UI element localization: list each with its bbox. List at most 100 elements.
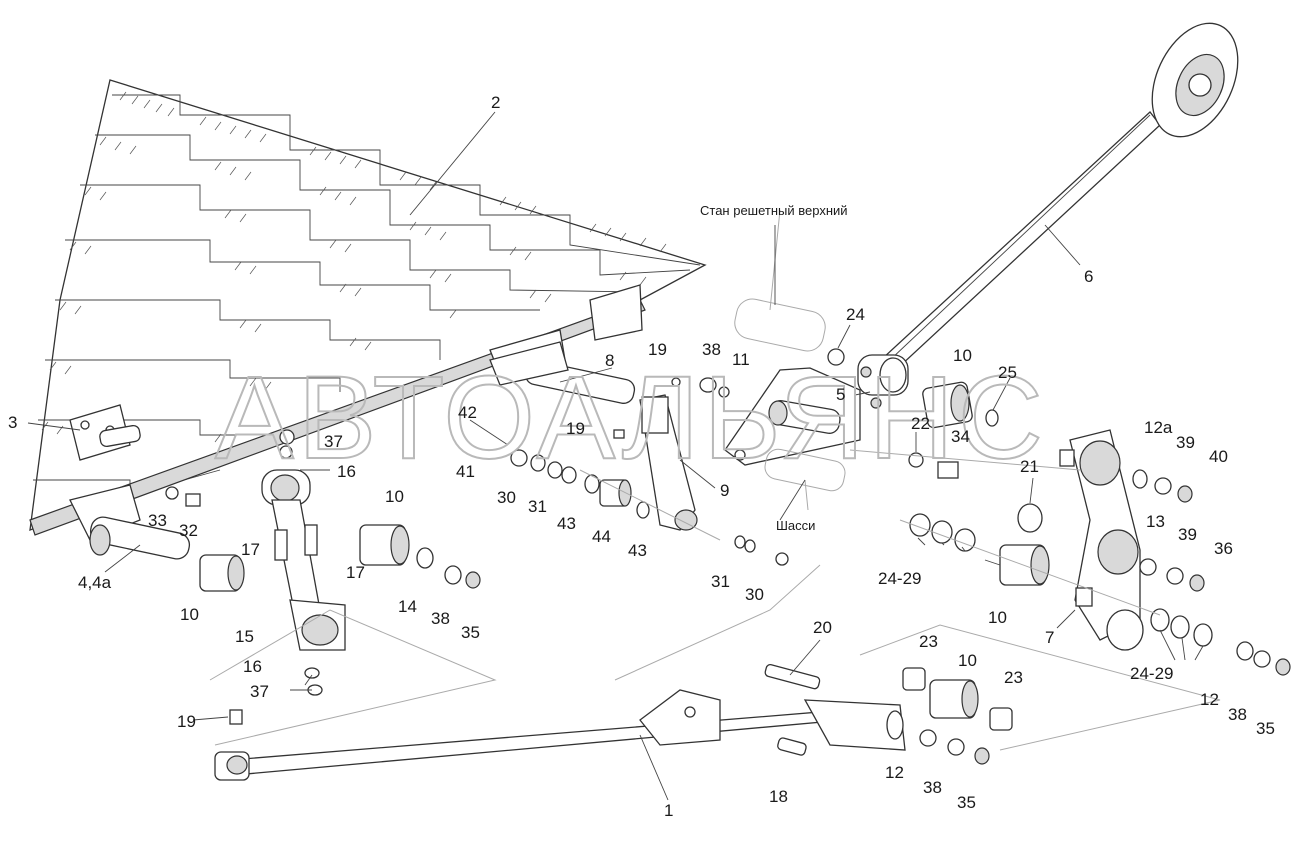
callout-15: 15 — [235, 627, 254, 646]
washer-12c — [919, 729, 937, 747]
callout-1: 1 — [664, 801, 673, 820]
callout-30a: 30 — [497, 488, 516, 507]
callout-40: 40 — [1209, 447, 1228, 466]
callout-10e: 10 — [958, 651, 977, 670]
callout-34: 34 — [951, 427, 970, 446]
callout-35a: 35 — [461, 623, 480, 642]
assembly-guides — [209, 449, 1221, 751]
callout-35c: 35 — [957, 793, 976, 812]
callout-9: 9 — [720, 481, 729, 500]
pin-20 — [764, 663, 821, 690]
caption-chassis: Шасси — [776, 518, 815, 533]
callout-5: 5 — [836, 385, 845, 404]
callout-35b: 35 — [1256, 719, 1275, 738]
callout-21: 21 — [1020, 457, 1039, 476]
bracket-3 — [69, 404, 141, 461]
pin-4-4a — [69, 484, 191, 560]
ring-stack-center — [510, 449, 789, 566]
callout-33: 33 — [148, 511, 167, 530]
nut-40 — [1177, 485, 1193, 503]
washer-11 — [718, 386, 730, 398]
callout-44: 44 — [592, 527, 611, 546]
bolt-19b — [613, 429, 625, 439]
bushing-stack-23-10-23 — [902, 667, 1013, 731]
bushing-10-left — [199, 554, 245, 592]
callout-8: 8 — [605, 351, 614, 370]
watermark-logo: АВТОАЛЬЯНС — [215, 352, 1047, 484]
callout-31a: 31 — [528, 497, 547, 516]
rod-6 — [857, 22, 1239, 409]
callout-14: 14 — [398, 597, 417, 616]
callout-31b: 31 — [711, 572, 730, 591]
callout-10b: 10 — [180, 605, 199, 624]
callout-17a: 17 — [241, 540, 260, 559]
bolt-34 — [937, 461, 959, 479]
bushing-10-mid — [359, 524, 410, 566]
callout-24-29a: 24-29 — [878, 569, 921, 588]
callout-12a: 12a — [1144, 418, 1173, 437]
callout-10d: 10 — [988, 608, 1007, 627]
nut-36 — [1189, 574, 1205, 592]
callout-43a: 43 — [557, 514, 576, 533]
callout-38d: 38 — [923, 778, 942, 797]
nut-39a — [1154, 477, 1172, 495]
leader-lines — [27, 111, 1204, 801]
callout-41: 41 — [456, 462, 475, 481]
callout-16b: 16 — [243, 657, 262, 676]
callout-37b: 37 — [250, 682, 269, 701]
callout-19b: 19 — [566, 419, 585, 438]
callout-17b: 17 — [346, 563, 365, 582]
lever-9 — [639, 377, 698, 531]
link-15 — [261, 469, 346, 651]
upper-sieve-ghost-shaft — [734, 209, 826, 352]
washer-14 — [416, 547, 434, 569]
callout-16a: 16 — [337, 462, 356, 481]
callout-18: 18 — [769, 787, 788, 806]
callout-36: 36 — [1214, 539, 1233, 558]
callout-30b: 30 — [745, 585, 764, 604]
nut-38b — [699, 377, 717, 393]
pin-18 — [777, 737, 807, 756]
bolt-32 — [185, 493, 201, 507]
washer-24 — [827, 348, 845, 366]
callout-19a: 19 — [648, 340, 667, 359]
washer-25 — [985, 409, 999, 427]
rod-1 — [214, 689, 906, 781]
callout-20: 20 — [813, 618, 832, 637]
callout-2: 2 — [491, 93, 500, 112]
rings-24-29-right — [1150, 608, 1213, 647]
callout-23b: 23 — [1004, 668, 1023, 687]
link-7 — [1059, 429, 1144, 651]
callout-19c: 19 — [177, 712, 196, 731]
callout-12c: 12 — [885, 763, 904, 782]
callout-7: 7 — [1045, 628, 1054, 647]
bolt-19c — [229, 709, 243, 725]
callout-13: 13 — [1146, 512, 1165, 531]
callout-32: 32 — [179, 521, 198, 540]
washer-12b — [1236, 641, 1254, 661]
nut-38d — [947, 738, 965, 756]
callout-38c: 38 — [1228, 705, 1247, 724]
washer-13 — [1139, 558, 1157, 576]
callout-25: 25 — [998, 363, 1017, 382]
washer-33 — [165, 486, 179, 500]
nut-37b — [279, 445, 293, 459]
bushing-10-top-right — [922, 381, 973, 429]
nut-37a — [279, 429, 295, 445]
callout-24-29b: 24-29 — [1130, 664, 1173, 683]
callout-labels: 2 3 4,4a 5 6 7 8 9 1 10 10 10 10 10 11 1… — [8, 93, 1275, 820]
callout-43b: 43 — [628, 541, 647, 560]
callout-24: 24 — [846, 305, 865, 324]
callout-38b: 38 — [431, 609, 450, 628]
callout-4-4a: 4,4a — [78, 573, 112, 592]
rings-24-29-left — [909, 513, 976, 552]
nut-38c — [1253, 650, 1271, 668]
nut-39b — [1166, 567, 1184, 585]
caption-upper-sieve: Стан решетный верхний — [700, 203, 848, 218]
callout-37a: 37 — [324, 432, 343, 451]
callout-10a: 10 — [385, 487, 404, 506]
callout-23a: 23 — [919, 632, 938, 651]
nut-35a — [465, 571, 481, 589]
